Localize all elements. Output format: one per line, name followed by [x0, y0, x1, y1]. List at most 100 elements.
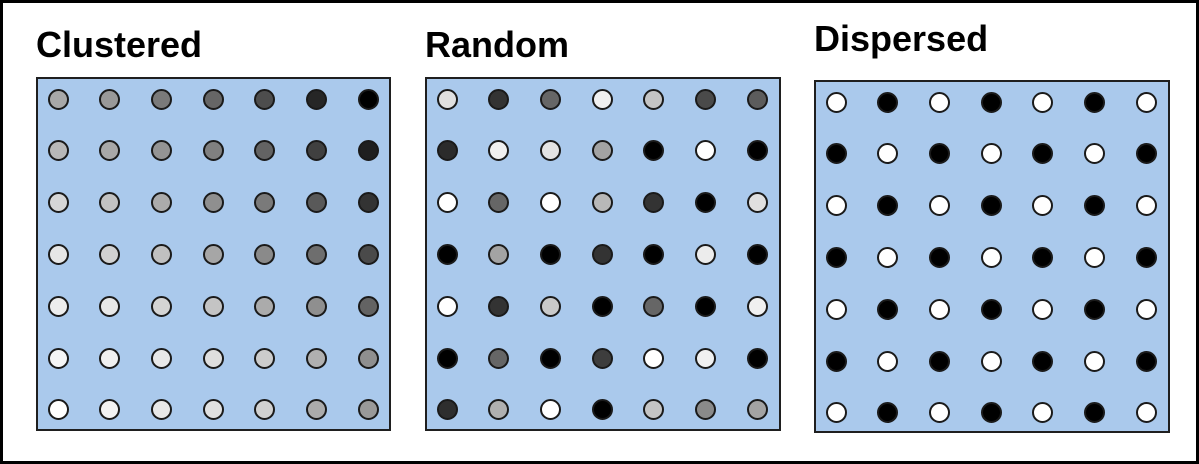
dot-r3-c4 — [980, 195, 1002, 217]
dot-r6-c1 — [436, 347, 458, 369]
dot-r2-c7 — [357, 140, 379, 162]
dot-r2-c3 — [150, 140, 172, 162]
dot-r2-c6 — [306, 140, 327, 162]
dot-r3-c7 — [1135, 195, 1157, 217]
dot-r4-c5 — [643, 243, 665, 265]
dot-r6-c5 — [643, 347, 665, 369]
dot-r2-c2 — [877, 143, 899, 165]
dot-r7-c4 — [980, 402, 1002, 424]
dot-r7-c3 — [928, 402, 950, 424]
dot-r6-c1 — [47, 347, 69, 369]
panel-title-clustered: Clustered — [36, 24, 203, 65]
dot-r2-c6 — [695, 140, 716, 162]
dot-r5-c5 — [254, 295, 276, 317]
dot-r7-c1 — [825, 402, 847, 424]
dot-r7-c3 — [539, 399, 561, 421]
dot-r7-c5 — [643, 399, 665, 421]
dot-r6-c5 — [1032, 350, 1054, 372]
dot-r6-c7 — [357, 347, 379, 369]
dot-r4-c5 — [254, 243, 276, 265]
dot-r4-c2 — [488, 243, 510, 265]
dot-r7-c2 — [488, 399, 510, 421]
dot-r7-c6 — [1084, 402, 1105, 424]
dot-r6-c5 — [254, 347, 276, 369]
dot-r6-c6 — [1084, 350, 1105, 372]
dot-r1-c1 — [825, 91, 847, 113]
dot-r4-c6 — [1084, 246, 1105, 268]
dot-r1-c7 — [746, 88, 768, 110]
dot-r5-c5 — [643, 295, 665, 317]
dot-r1-c1 — [47, 88, 69, 110]
panel-title-dispersed: Dispersed — [814, 18, 989, 59]
dot-r6-c4 — [202, 347, 224, 369]
dot-r4-c1 — [436, 243, 458, 265]
dot-r1-c4 — [202, 88, 224, 110]
dot-r3-c2 — [488, 192, 510, 214]
dot-r1-c5 — [254, 88, 276, 110]
dot-r7-c4 — [591, 399, 613, 421]
dot-r2-c5 — [643, 140, 665, 162]
dot-r5-c1 — [47, 295, 69, 317]
dot-r3-c1 — [825, 195, 847, 217]
dot-r6-c2 — [488, 347, 510, 369]
dot-r6-c2 — [99, 347, 121, 369]
panel-title-random: Random — [425, 24, 569, 65]
dot-r7-c6 — [306, 399, 327, 421]
dot-r4-c4 — [591, 243, 613, 265]
dot-r2-c1 — [47, 140, 69, 162]
dot-r5-c4 — [202, 295, 224, 317]
dot-r5-c2 — [99, 295, 121, 317]
dot-r1-c2 — [99, 88, 121, 110]
dot-r6-c3 — [150, 347, 172, 369]
dot-r7-c2 — [99, 399, 121, 421]
dot-r4-c1 — [825, 246, 847, 268]
dot-r5-c2 — [877, 298, 899, 320]
dot-r7-c7 — [357, 399, 379, 421]
dot-r7-c1 — [436, 399, 458, 421]
dot-r5-c7 — [746, 295, 768, 317]
dot-r2-c6 — [1084, 143, 1105, 165]
dot-r5-c3 — [150, 295, 172, 317]
dot-r4-c3 — [928, 246, 950, 268]
dot-grid-random — [425, 77, 781, 431]
dot-r7-c6 — [695, 399, 716, 421]
dot-r7-c4 — [202, 399, 224, 421]
dot-r6-c7 — [1135, 350, 1157, 372]
dot-r5-c6 — [306, 295, 327, 317]
dot-r3-c2 — [99, 192, 121, 214]
dot-r7-c7 — [746, 399, 768, 421]
dot-r3-c6 — [1084, 195, 1105, 217]
dot-r4-c7 — [746, 243, 768, 265]
dot-r5-c2 — [488, 295, 510, 317]
dot-r3-c7 — [357, 192, 379, 214]
dot-r4-c5 — [1032, 246, 1054, 268]
dot-r7-c2 — [877, 402, 899, 424]
dot-r6-c6 — [306, 347, 327, 369]
dot-r4-c4 — [980, 246, 1002, 268]
dot-r5-c1 — [436, 295, 458, 317]
dot-r2-c4 — [980, 143, 1002, 165]
dot-r1-c5 — [643, 88, 665, 110]
dot-r7-c1 — [47, 399, 69, 421]
dot-r4-c7 — [357, 243, 379, 265]
dot-r4-c6 — [306, 243, 327, 265]
dot-r4-c6 — [695, 243, 716, 265]
dot-r1-c6 — [695, 88, 716, 110]
dot-r1-c4 — [980, 91, 1002, 113]
dot-r1-c2 — [877, 91, 899, 113]
dot-r2-c2 — [488, 140, 510, 162]
dot-r1-c5 — [1032, 91, 1054, 113]
dot-r1-c3 — [928, 91, 950, 113]
dot-r1-c6 — [306, 88, 327, 110]
dot-r2-c7 — [746, 140, 768, 162]
dot-r4-c2 — [877, 246, 899, 268]
dot-r6-c1 — [825, 350, 847, 372]
dot-r1-c7 — [357, 88, 379, 110]
dot-r3-c5 — [643, 192, 665, 214]
dot-r5-c7 — [1135, 298, 1157, 320]
dot-r3-c4 — [202, 192, 224, 214]
dot-r5-c3 — [928, 298, 950, 320]
dot-r6-c4 — [591, 347, 613, 369]
dot-r2-c5 — [1032, 143, 1054, 165]
